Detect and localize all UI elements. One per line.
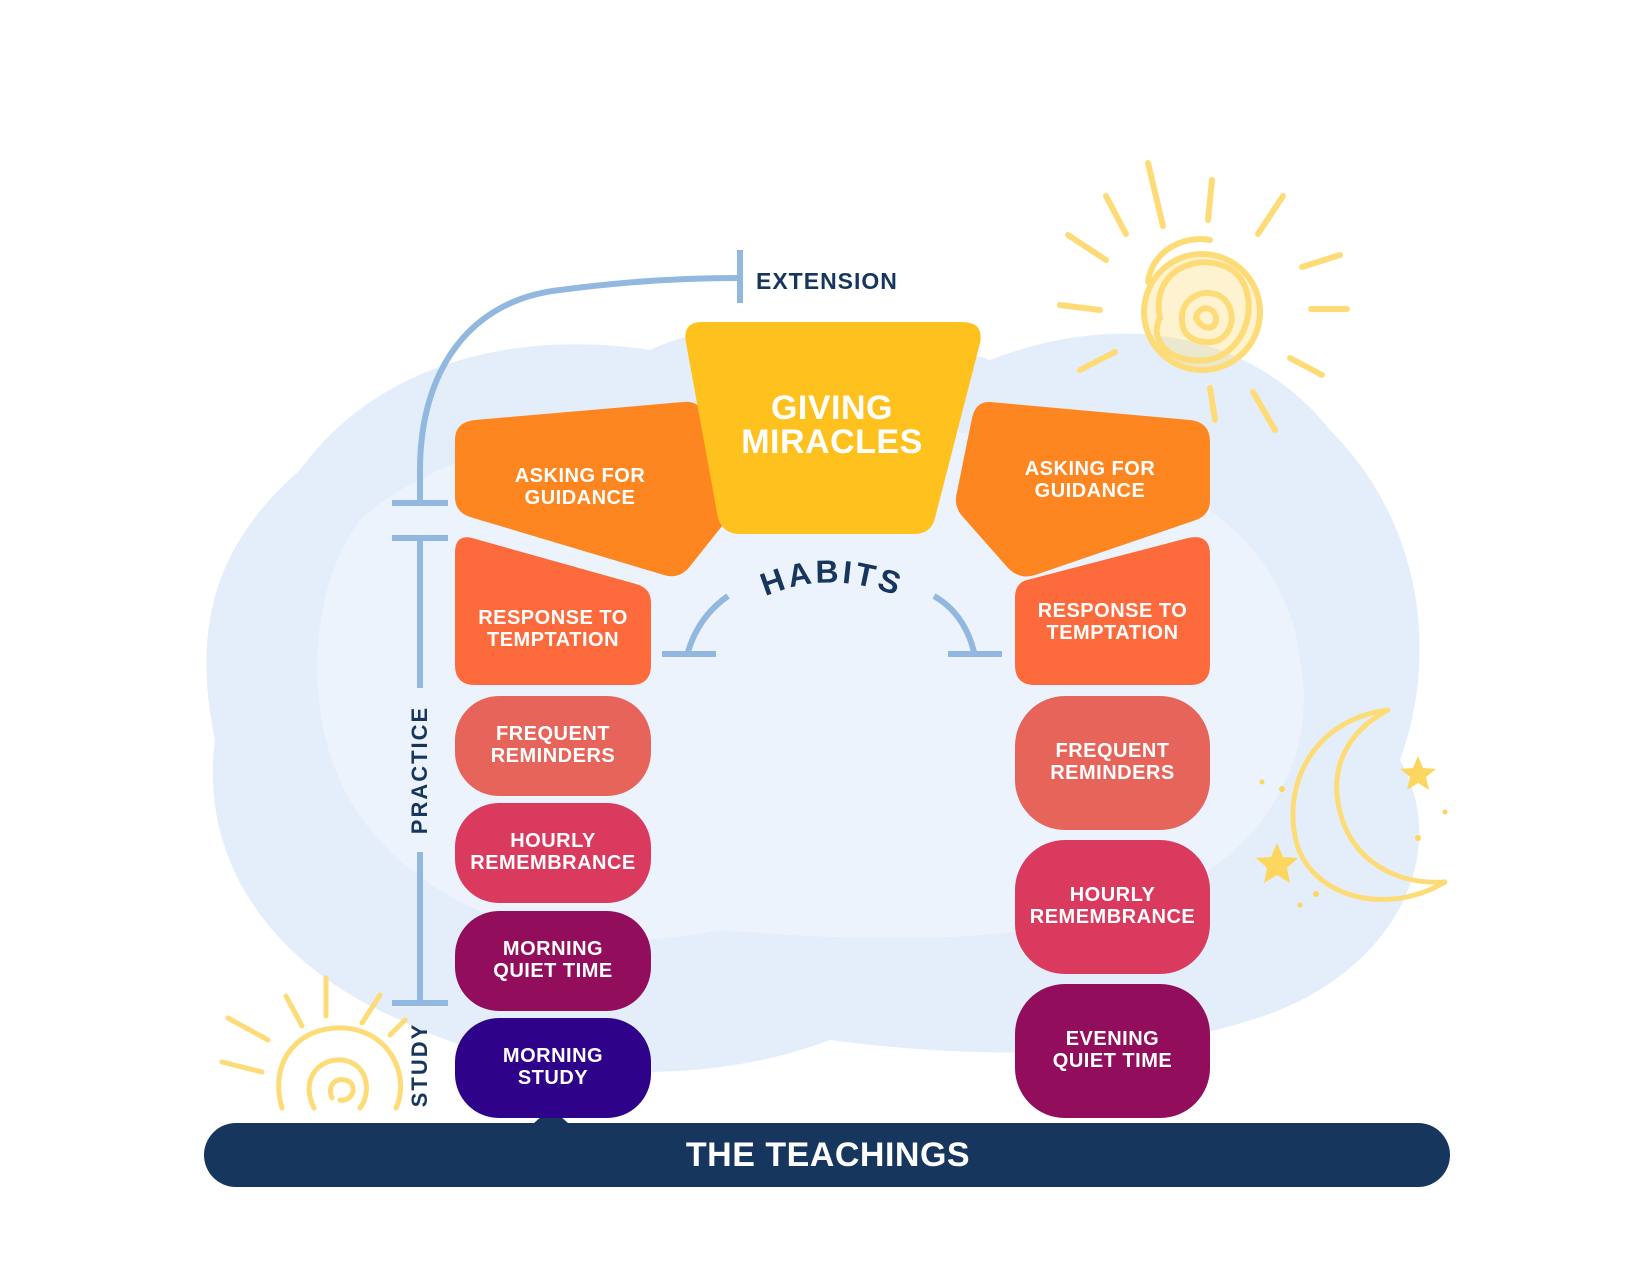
right-hourly-remembrance-block — [1015, 840, 1210, 974]
right-response-to-temptation-block — [1015, 537, 1210, 685]
left-hourly-remembrance-block — [455, 803, 651, 903]
left-frequent-reminders-block — [455, 696, 651, 796]
practice-bracket — [392, 535, 448, 1006]
left-asking-for-guidance-block — [455, 401, 736, 577]
habits-bracket-left — [662, 593, 730, 657]
base-bar — [204, 1108, 1450, 1187]
left-response-to-temptation-block — [455, 537, 651, 685]
moon-icon — [1290, 707, 1448, 902]
sun-icon — [1057, 160, 1350, 433]
left-morning-quiet-time-block — [455, 911, 651, 1011]
habits-bracket-right — [932, 593, 1002, 657]
left-morning-study-block — [455, 1018, 651, 1118]
giving-miracles-keystone — [685, 322, 981, 534]
star-icon — [1256, 756, 1448, 908]
right-evening-quiet-time-block — [1015, 984, 1210, 1118]
extension-bracket — [392, 250, 743, 506]
right-frequent-reminders-block — [1015, 696, 1210, 830]
right-asking-for-guidance-block — [955, 401, 1210, 577]
small-sun-icon — [219, 975, 408, 1111]
